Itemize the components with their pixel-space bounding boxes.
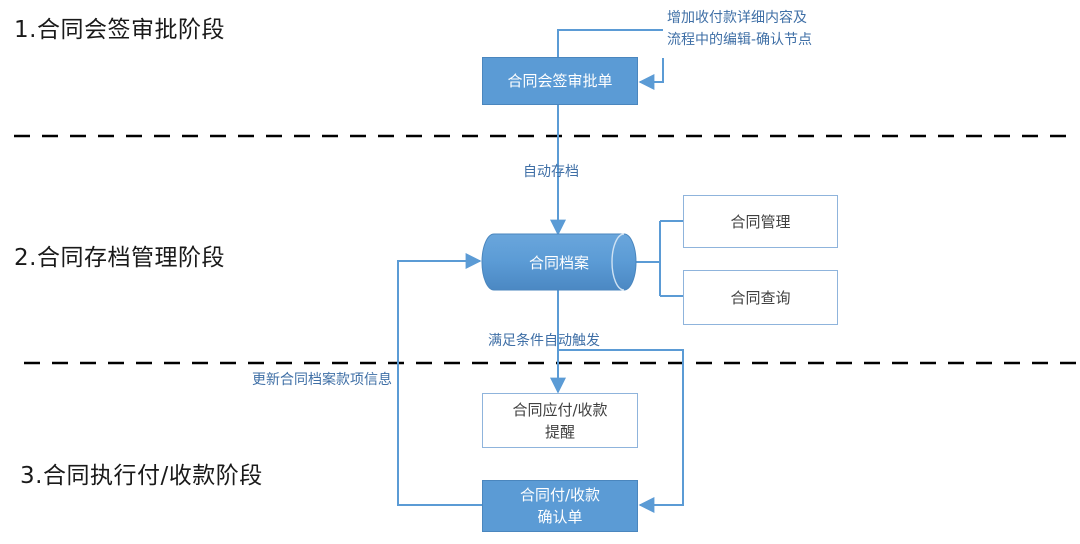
node-payment-reminder[interactable]: 合同应付/收款 提醒 <box>482 393 638 448</box>
node-archive[interactable]: 合同档案 <box>484 236 634 288</box>
label-auto-archive: 自动存档 <box>523 164 579 180</box>
node-payment-confirm-line2: 确认单 <box>537 508 583 526</box>
node-archive-label: 合同档案 <box>528 253 589 272</box>
node-contract-management-label: 合同管理 <box>730 212 791 231</box>
node-payment-reminder-line2: 提醒 <box>544 422 575 441</box>
node-approval-form[interactable]: 合同会签审批单 <box>482 57 638 105</box>
node-contract-query-label: 合同查询 <box>730 288 791 307</box>
label-add-content-line2: 流程中的编辑-确认节点 <box>667 32 813 48</box>
node-approval-form-label: 合同会签审批单 <box>507 72 613 90</box>
label-update-archive-info: 更新合同档案款项信息 <box>252 372 392 388</box>
edge-update-to-archive <box>397 253 482 506</box>
edge-trigger-to-confirm <box>558 349 684 513</box>
node-payment-confirm-line1: 合同付/收款 <box>519 486 601 504</box>
stage-3-title: 3.合同执行付/收款阶段 <box>20 463 263 489</box>
stage-1-title: 1.合同会签审批阶段 <box>14 17 225 43</box>
node-contract-query[interactable]: 合同查询 <box>683 270 838 325</box>
archive-cylinder <box>481 233 637 291</box>
stage-2-title: 2.合同存档管理阶段 <box>14 245 225 271</box>
node-payment-confirm-form[interactable]: 合同付/收款 确认单 <box>482 480 638 532</box>
node-payment-reminder-line1: 合同应付/收款 <box>512 400 608 419</box>
edge-approval-feedback <box>557 29 663 57</box>
label-add-content-line1: 增加收付款详细内容及 <box>667 10 807 26</box>
label-auto-trigger: 满足条件自动触发 <box>488 333 600 349</box>
node-contract-management[interactable]: 合同管理 <box>683 195 838 248</box>
edge-note-to-approval <box>638 58 664 90</box>
